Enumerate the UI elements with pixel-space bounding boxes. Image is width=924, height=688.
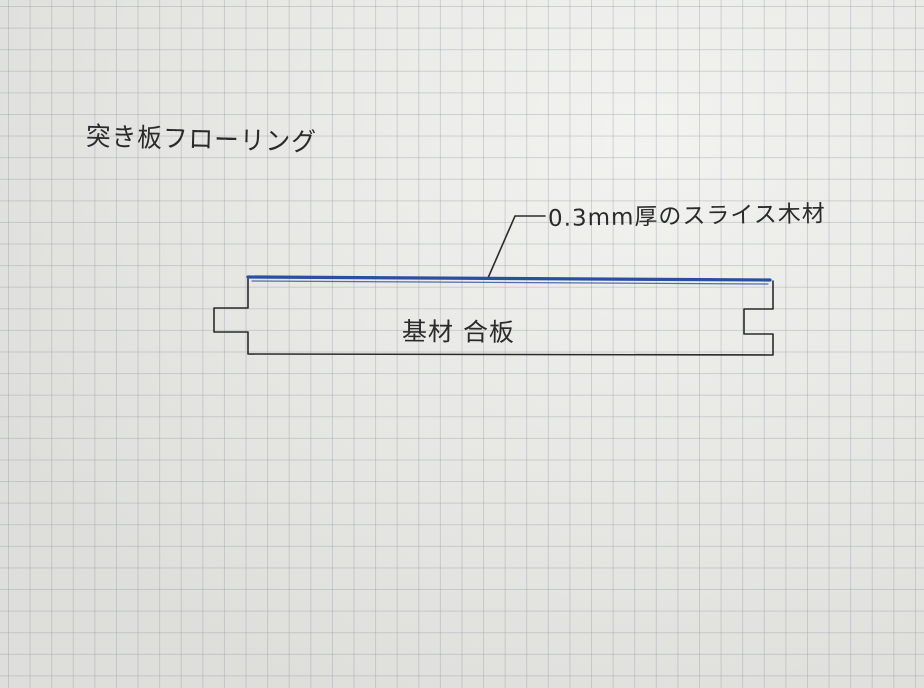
veneer-layer [246, 275, 772, 282]
board-outline [213, 278, 774, 356]
leader-line [487, 215, 546, 279]
veneer-layer-underline [251, 280, 769, 285]
